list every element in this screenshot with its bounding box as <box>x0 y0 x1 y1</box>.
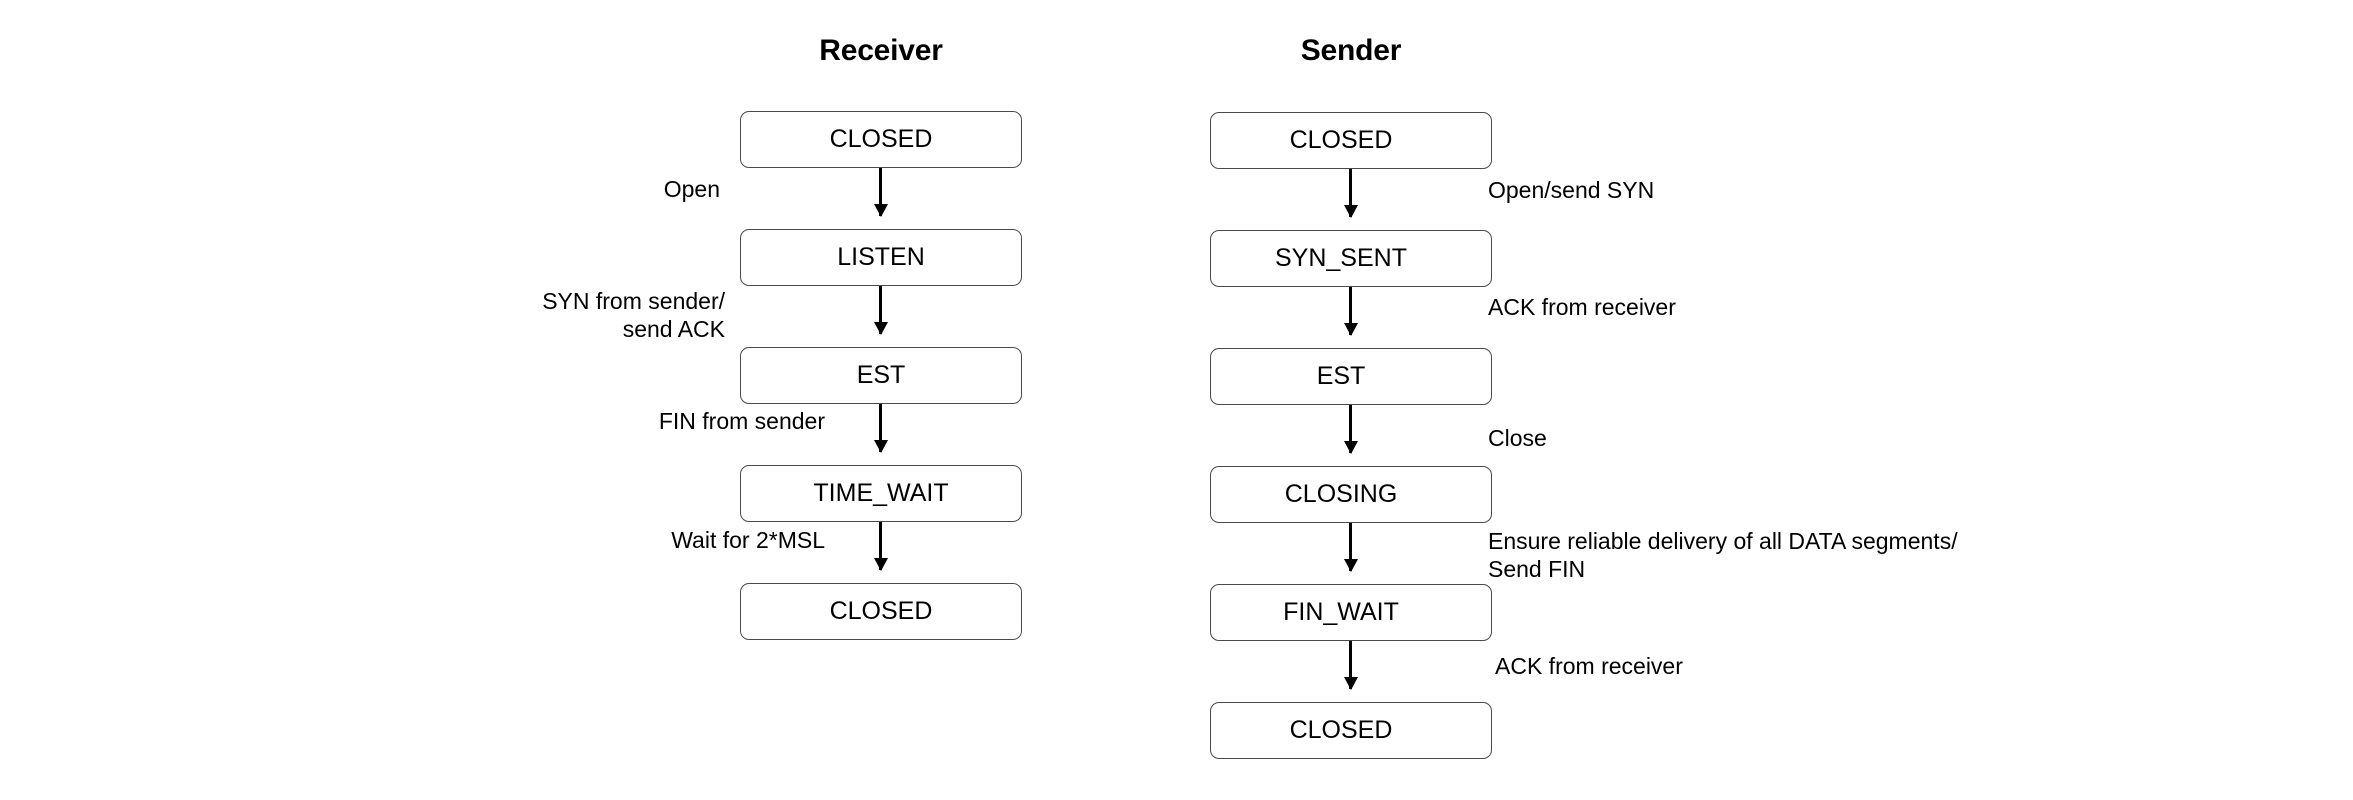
sender-transition-label-ensure-reliable-delivery: Ensure reliable delivery of all DATA seg… <box>1488 528 1958 582</box>
sender-state-closing[interactable]: CLOSING <box>1210 466 1492 523</box>
sender-transition-label-open-send-syn: Open/send SYN <box>1488 177 1655 203</box>
sender-state-closed-final[interactable]: CLOSED <box>1210 702 1492 759</box>
sender-arrow-syn-sent-to-est <box>1349 287 1352 335</box>
receiver-transition-label-fin-from-sender: FIN from sender <box>658 408 825 434</box>
sender-transition-label-ack-from-receiver-2: ACK from receiver <box>1495 653 1683 679</box>
receiver-transition-label-open: Open <box>663 176 720 202</box>
receiver-arrow-closed-to-listen <box>879 168 882 216</box>
sender-arrow-closed-to-syn-sent <box>1349 169 1352 217</box>
receiver-state-closed-initial[interactable]: CLOSED <box>740 111 1022 168</box>
column-header-receiver: Receiver <box>819 34 943 67</box>
sender-arrow-fin-wait-to-closed <box>1349 641 1352 689</box>
sender-arrow-closing-to-fin-wait <box>1349 523 1352 571</box>
column-header-sender: Sender <box>1300 34 1402 67</box>
receiver-arrow-listen-to-est <box>879 286 882 334</box>
sender-arrow-est-to-closing <box>1349 405 1352 453</box>
receiver-transition-label-syn-from-sender: SYN from sender/ send ACK <box>542 288 725 342</box>
receiver-arrow-est-to-time-wait <box>879 404 882 452</box>
receiver-state-closed-final[interactable]: CLOSED <box>740 583 1022 640</box>
sender-state-est[interactable]: EST <box>1210 348 1492 405</box>
sender-transition-label-ack-from-receiver-1: ACK from receiver <box>1488 294 1676 320</box>
receiver-state-time-wait[interactable]: TIME_WAIT <box>740 465 1022 522</box>
receiver-state-listen[interactable]: LISTEN <box>740 229 1022 286</box>
receiver-arrow-time-wait-to-closed <box>879 522 882 570</box>
receiver-transition-label-wait-2msl: Wait for 2*MSL <box>671 527 825 553</box>
receiver-state-est[interactable]: EST <box>740 347 1022 404</box>
sender-transition-label-close: Close <box>1488 425 1547 451</box>
sender-state-syn-sent[interactable]: SYN_SENT <box>1210 230 1492 287</box>
sender-state-closed-initial[interactable]: CLOSED <box>1210 112 1492 169</box>
sender-state-fin-wait[interactable]: FIN_WAIT <box>1210 584 1492 641</box>
